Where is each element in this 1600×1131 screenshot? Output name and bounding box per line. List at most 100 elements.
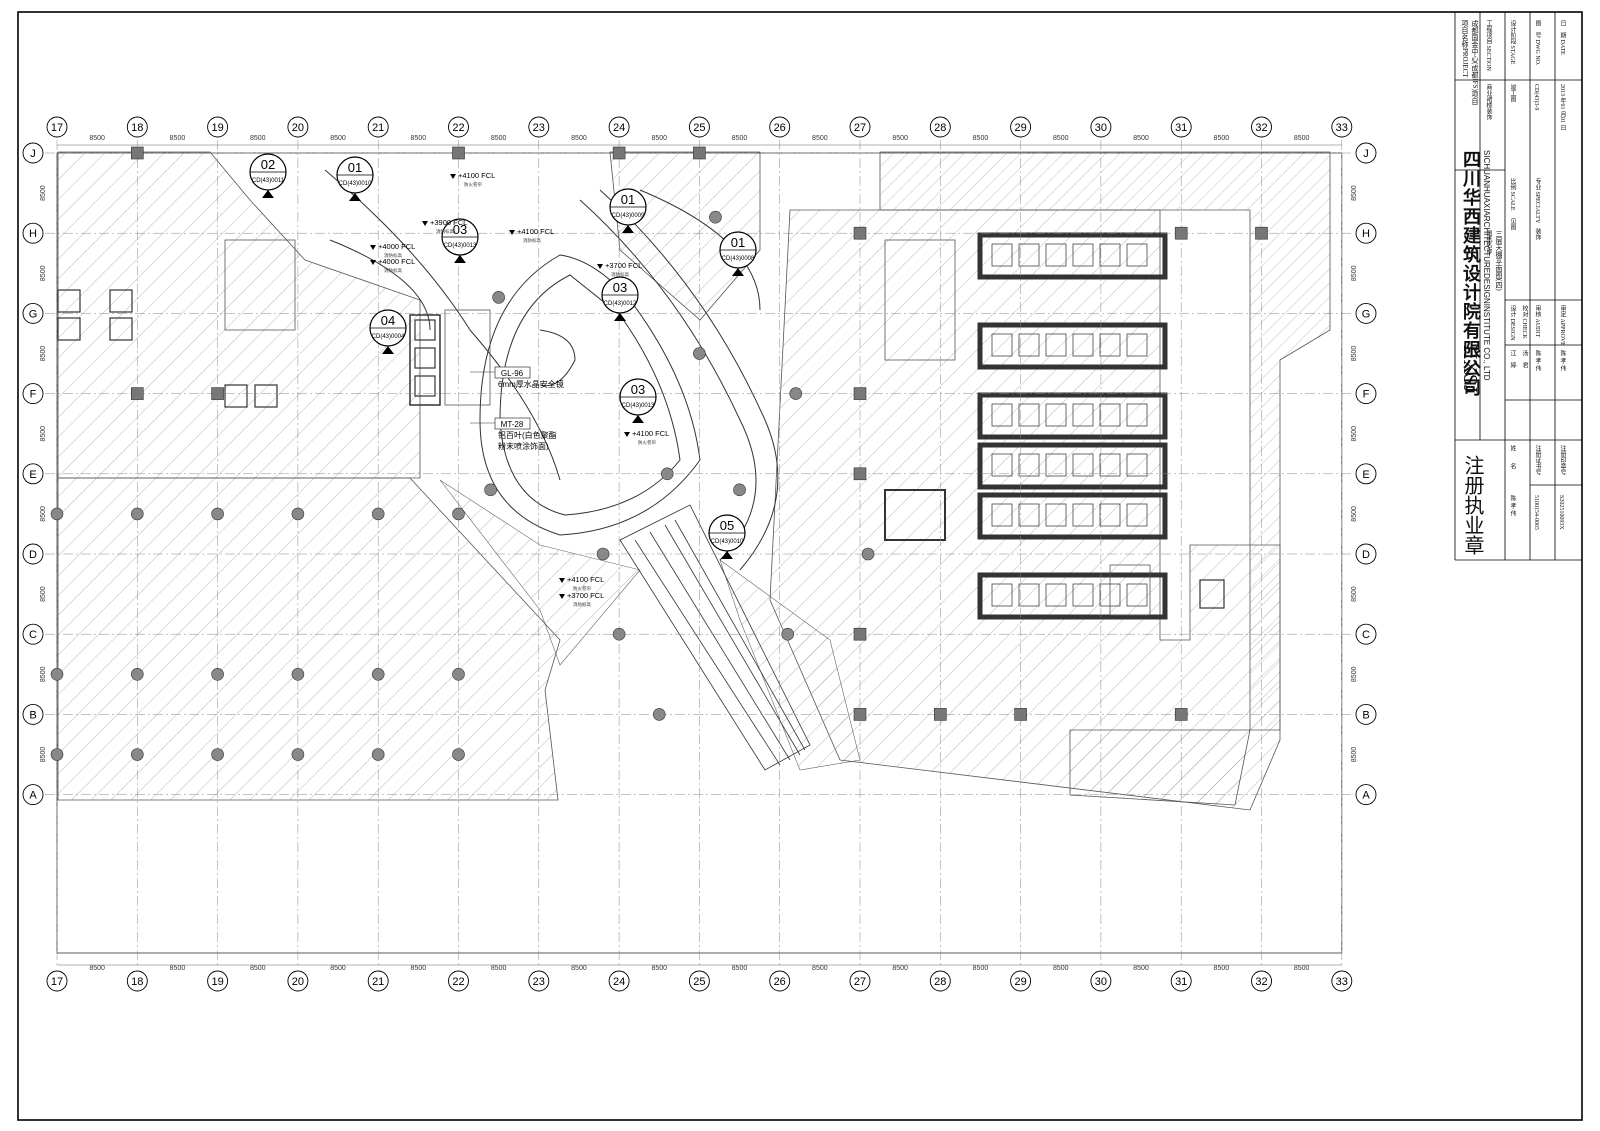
- grid-bubble-col: [608, 116, 630, 138]
- dim-label: 8500: [40, 265, 47, 281]
- role-approve-label: 审定 APPROVE: [1559, 305, 1565, 346]
- callout-ref: CD(43)0009: [612, 213, 645, 219]
- grid-label-col: 22: [452, 976, 464, 988]
- date-value: 2013 年01 月01 日: [1559, 84, 1565, 131]
- lift-car: [1072, 333, 1094, 357]
- lift-car: [1045, 503, 1067, 527]
- grid-bubble-row: [22, 703, 44, 725]
- stamp-seal-value: S202510093X: [1558, 495, 1564, 530]
- escalator: [619, 504, 811, 771]
- callout-ref: CD(43)0011: [252, 178, 285, 184]
- date-label: 日 期 DATE: [1559, 20, 1565, 55]
- grid-label-col: 23: [533, 122, 545, 134]
- grid-label-col: 26: [774, 122, 786, 134]
- level-value: +4000 FCL: [378, 257, 415, 266]
- dim-label: 8500: [571, 135, 587, 142]
- column-square: [131, 387, 144, 400]
- grid-bubble-col: [1331, 116, 1353, 138]
- dim-label: 8500: [40, 506, 47, 522]
- column-round: [612, 627, 626, 641]
- lift-car: [1072, 503, 1094, 527]
- grid-label-col: 29: [1014, 976, 1026, 988]
- section-label: 工程项目 SECTION: [1485, 20, 1491, 71]
- level-value: +3900 FCL: [430, 218, 467, 227]
- grid-bubble-row: [1355, 463, 1377, 485]
- material-desc: 铝百叶(白色聚酯: [498, 430, 557, 440]
- grid-label-row: H: [1362, 228, 1370, 240]
- callout-ref: CD(43)0004: [372, 334, 405, 340]
- column-square: [853, 467, 867, 481]
- grid-label-row: D: [1362, 549, 1370, 561]
- dim-label: 8500: [330, 135, 346, 142]
- dim-label: 8500: [250, 965, 266, 972]
- grid-label-col: 17: [51, 976, 63, 988]
- grid-bubble-row: [22, 142, 44, 164]
- specialty-label: 专业 SPECIALTY: [1534, 178, 1540, 224]
- grid-label-col: 26: [774, 976, 786, 988]
- role-approve-name: 陈 孝 伟: [1559, 350, 1565, 371]
- lift-car: [1045, 333, 1067, 357]
- column-round: [211, 507, 224, 521]
- project-name: 成都国金中心(成都IFS)项目: [1471, 20, 1479, 105]
- column-square: [853, 387, 867, 400]
- callout-ref: CD(43)0010: [711, 539, 744, 545]
- company-name-en: SICHUANHUAXIARCHITECTUREDESIGNINSTITUTE …: [1482, 150, 1491, 381]
- grid-label-row: E: [29, 469, 36, 481]
- company-name: 四川华西建筑设计院有限公司: [1461, 150, 1481, 397]
- callout-arrow-icon: [622, 225, 634, 233]
- column-square: [693, 146, 706, 160]
- grid-bubble-row: [22, 784, 44, 806]
- grid-label-row: G: [1362, 308, 1371, 320]
- column-square: [853, 627, 867, 641]
- dim-label: 8500: [89, 135, 105, 142]
- column-round: [50, 748, 64, 761]
- grid-label-col: 29: [1014, 122, 1026, 134]
- callout-number: 04: [381, 313, 395, 328]
- dim-label: 8500: [651, 965, 667, 972]
- grid-bubble-row: [1355, 784, 1377, 806]
- level-note: 防火卷帘: [638, 439, 656, 446]
- lift-car: [1126, 403, 1148, 427]
- grid-bubble-col: [207, 116, 229, 138]
- column-round: [693, 347, 706, 360]
- lift-car: [1072, 583, 1094, 607]
- grid-label-row: D: [29, 549, 37, 561]
- dim-label: 8500: [732, 135, 748, 142]
- column-round: [291, 667, 305, 681]
- drawing-no-label: 图 号 DWG NO.: [1534, 20, 1540, 66]
- callout-arrow-icon: [262, 190, 274, 198]
- dim-label: 8500: [40, 666, 47, 682]
- grid-bubble-col: [528, 970, 550, 992]
- dim-label: 8500: [1133, 135, 1149, 142]
- column-round: [50, 667, 64, 681]
- grid-bubble-col: [448, 970, 469, 992]
- role-design-label: 设计 DESIGN: [1509, 305, 1515, 341]
- callout-number: 01: [348, 160, 362, 175]
- level-marker-icon: [370, 245, 376, 250]
- grid-bubble-col: [1251, 116, 1272, 138]
- column-round: [452, 748, 465, 761]
- callout-number: 01: [731, 235, 745, 250]
- grid-bubble-row: [1355, 142, 1377, 164]
- column-round: [861, 547, 875, 561]
- grid-label-col: 19: [211, 976, 223, 988]
- column-round: [660, 467, 674, 481]
- dim-label: 8500: [411, 135, 427, 142]
- lift-car: [1126, 333, 1148, 357]
- level-marker-icon: [559, 594, 565, 599]
- dim-label: 8500: [1133, 965, 1149, 972]
- project-label: 项目名称PROJECT: [1461, 20, 1469, 78]
- lift-car: [991, 453, 1013, 477]
- grid-label-col: 21: [372, 122, 384, 134]
- grid-label-row: J: [1363, 148, 1369, 160]
- lift-car: [991, 403, 1013, 427]
- grid-label-col: 31: [1175, 122, 1187, 134]
- dim-label: 8500: [1351, 666, 1358, 682]
- dim-label: 8500: [89, 965, 105, 972]
- lift-car: [1126, 503, 1148, 527]
- level-value: +3700 FCL: [567, 591, 604, 600]
